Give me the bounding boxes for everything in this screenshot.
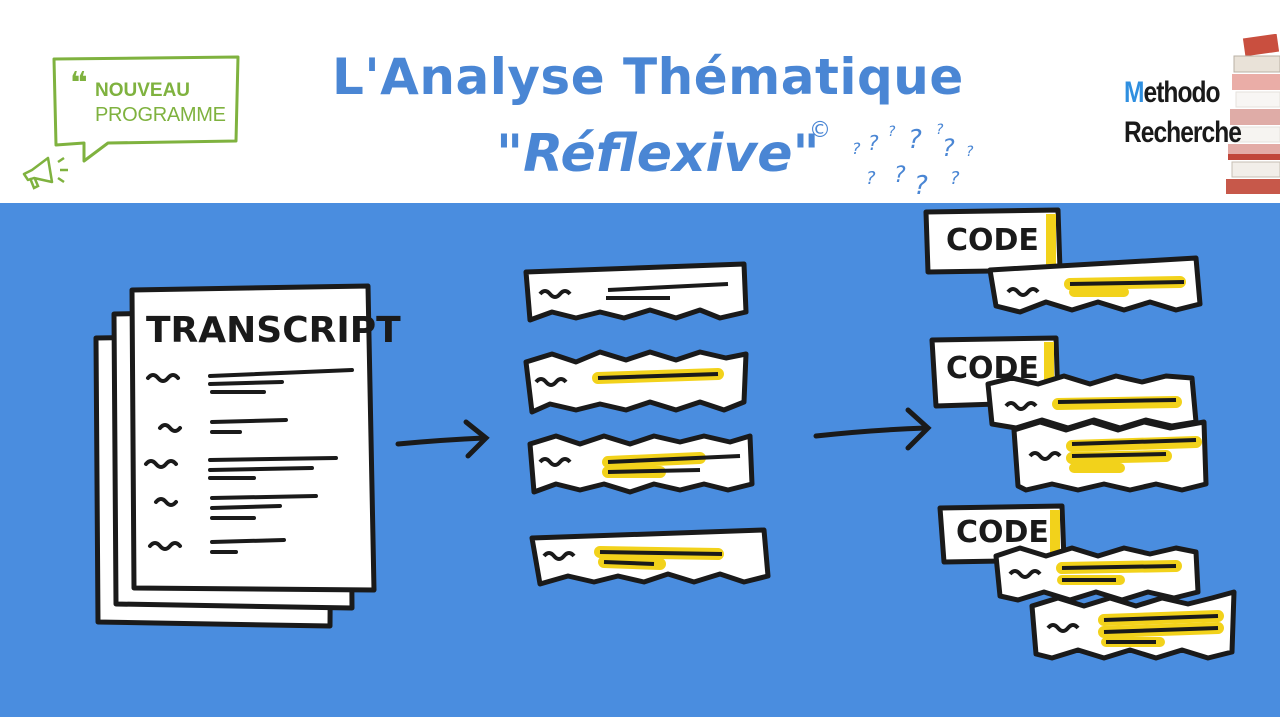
question-mark: ? [868,131,879,155]
question-mark: ? [908,125,922,155]
question-mark: ? [966,144,974,160]
code-group: CODE [929,335,1209,493]
question-mark: ? [894,163,906,188]
arrow-icon [395,419,490,459]
question-mark: ? [866,168,876,189]
page-subtitle: "Réflexive" [496,124,820,184]
question-mark: ? [942,134,955,162]
transcript-lines [144,368,354,554]
megaphone-icon [22,156,68,190]
excerpt-strip [529,527,771,587]
logo-text-rest: ethodo [1143,76,1221,109]
page-title: L'Analyse Thématique [332,48,964,106]
question-mark: ? [950,168,960,189]
question-mark: ? [852,139,861,158]
excerpt-strip [523,261,749,323]
new-program-badge [52,55,240,163]
logo-text-line-1: Methodo [1124,76,1221,110]
question-mark: ? [888,124,896,140]
question-mark: ? [936,122,944,138]
logo-highlight-letter: M [1124,76,1144,109]
code-group: CODE [937,503,1237,661]
excerpt-strip [527,433,755,495]
code-group: CODE [923,207,1203,315]
arrow-icon [813,407,932,451]
question-mark: ? [914,171,928,198]
excerpt-strip [523,349,749,415]
logo-books-icon [1122,34,1280,194]
code-label: CODE [946,223,1039,258]
transcript-label: TRANSCRIPT [146,310,401,351]
logo-text-line-2: Recherche [1124,116,1242,149]
excerpt-strips [523,261,771,587]
badge-line-2: PROGRAMME [95,104,226,126]
question-marks-icon: ? ? ? ? ? ? ? ? ? ? ? [852,122,974,198]
code-label: CODE [956,515,1049,550]
badge-line-1: NOUVEAU [95,80,191,101]
copyright-mark: © [809,118,831,143]
badge-quote-icon: ❝ [70,66,88,101]
